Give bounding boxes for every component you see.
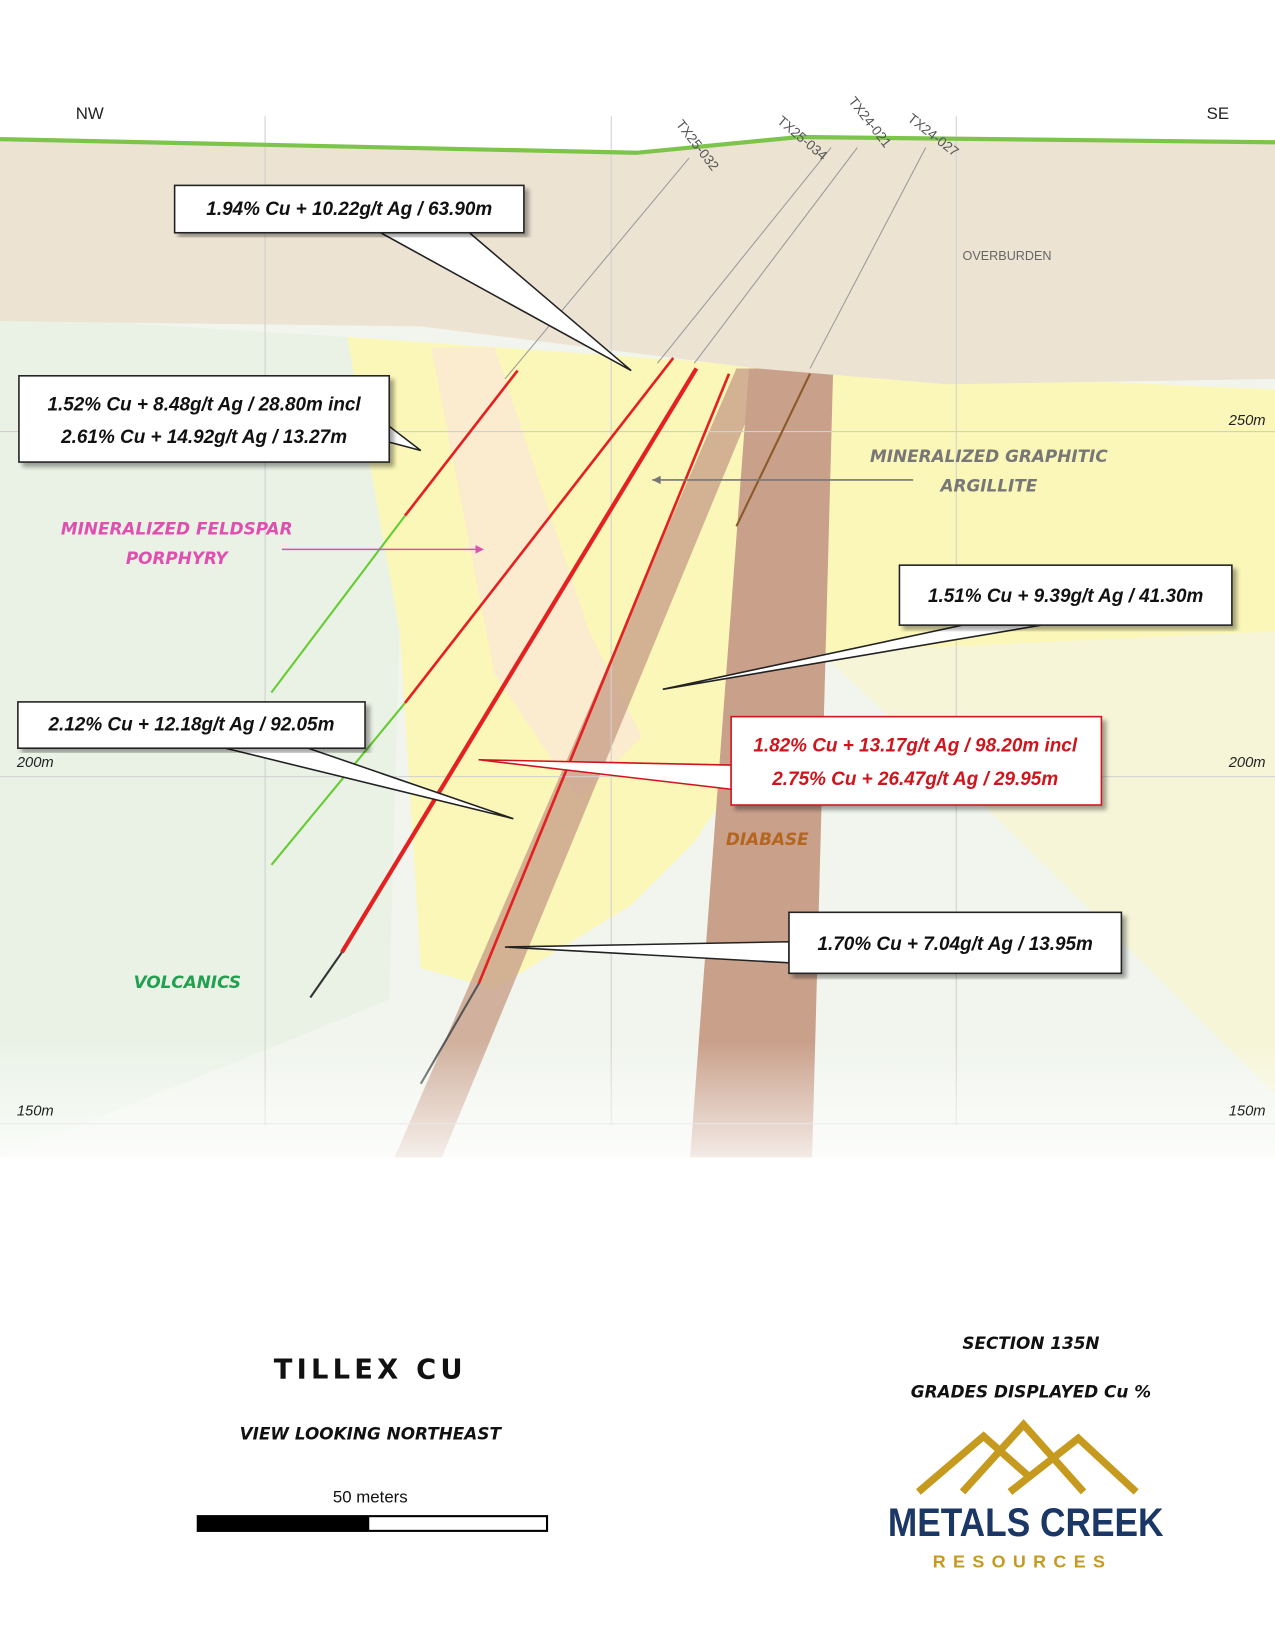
callout-2-text-b: 2.61% Cu + 14.92g/t Ag / 13.27m	[60, 427, 347, 448]
drill-hole-segment	[403, 369, 519, 517]
mineralized-argillite-zone	[347, 336, 1275, 1095]
callout-1-text: 1.94% Cu + 10.22g/t Ag / 63.90m	[206, 199, 492, 220]
overburden-label: OVERBURDEN	[963, 249, 1052, 263]
arrow-head-icon	[652, 475, 661, 485]
drill-holes	[270, 357, 811, 1085]
elevation-250-right: 250m	[1228, 413, 1266, 429]
drill-hole-segment	[309, 951, 343, 999]
graphitic-argillite-label-1: MINERALIZED GRAPHITIC	[870, 446, 1108, 466]
fade-overlay	[0, 1041, 1275, 1189]
metals-creek-logo: METALS CREEK RESOURCES	[888, 1419, 1164, 1572]
callout-6: 1.70% Cu + 7.04g/t Ag / 13.95m	[504, 911, 1123, 975]
section-label: SECTION 135N	[962, 1333, 1099, 1353]
se-label: SE	[1207, 104, 1229, 123]
volcanics-label: VOLCANICS	[134, 972, 241, 992]
logo-mountain-icon	[915, 1431, 1034, 1495]
elevation-200-left: 200m	[16, 755, 54, 771]
drill-hole-segment	[270, 515, 406, 694]
feldspar-porphyry-label-1: MINERALIZED FELDSPAR	[61, 519, 293, 539]
graphitic-argillite-label-2: ARGILLITE	[938, 476, 1037, 496]
scale-bar-label: 50 meters	[333, 1487, 408, 1506]
elevation-150-left: 150m	[17, 1103, 54, 1119]
callout-5-text-a: 1.82% Cu + 13.17g/t Ag / 98.20m incl	[753, 735, 1077, 756]
callout-2-text-a: 1.52% Cu + 8.48g/t Ag / 28.80m incl	[47, 395, 361, 416]
logo-name: METALS CREEK	[888, 1501, 1164, 1545]
callout-2: 1.52% Cu + 8.48g/t Ag / 28.80m incl 2.61…	[18, 375, 422, 463]
drill-hole-segment	[403, 357, 675, 704]
drill-hole-traces	[504, 147, 927, 380]
callout-4: 2.12% Cu + 12.18g/t Ag / 92.05m	[17, 701, 514, 820]
view-direction: VIEW LOOKING NORTHEAST	[240, 1423, 503, 1443]
nw-label: NW	[76, 104, 104, 123]
callout-1: 1.94% Cu + 10.22g/t Ag / 63.90m	[173, 184, 632, 372]
elevation-150-right: 150m	[1229, 1103, 1266, 1119]
drill-hole-segment	[340, 367, 699, 954]
arrow-head-icon	[475, 545, 484, 554]
callout-5-text-b: 2.75% Cu + 26.47g/t Ag / 29.95m	[771, 769, 1058, 790]
callout-5: 1.82% Cu + 13.17g/t Ag / 98.20m incl 2.7…	[478, 715, 1103, 806]
logo-mountain-icon	[959, 1419, 1087, 1495]
drill-hole-segment	[735, 373, 811, 527]
diabase-label: DIABASE	[726, 829, 809, 849]
elevation-200-right: 200m	[1228, 755, 1266, 771]
scale-bar	[196, 1515, 549, 1532]
callout-6-text: 1.70% Cu + 7.04g/t Ag / 13.95m	[818, 934, 1094, 955]
drill-hole-segment	[477, 373, 731, 985]
project-title: TILLEX CU	[274, 1354, 467, 1385]
callout-4-text: 2.12% Cu + 12.18g/t Ag / 92.05m	[48, 714, 335, 735]
feldspar-porphyry-zone	[431, 347, 642, 800]
callout-3-text: 1.51% Cu + 9.39g/t Ag / 41.30m	[928, 586, 1204, 607]
drill-hole-segment	[270, 702, 406, 866]
logo-mountain-icon	[1007, 1433, 1139, 1495]
feldspar-porphyry-label-2: PORPHYRY	[126, 548, 230, 568]
grades-label: GRADES DISPLAYED Cu %	[911, 1381, 1151, 1401]
callout-3: 1.51% Cu + 9.39g/t Ag / 41.30m	[662, 564, 1233, 691]
topographic-surface	[0, 134, 1275, 155]
logo-sub: RESOURCES	[933, 1552, 1113, 1572]
